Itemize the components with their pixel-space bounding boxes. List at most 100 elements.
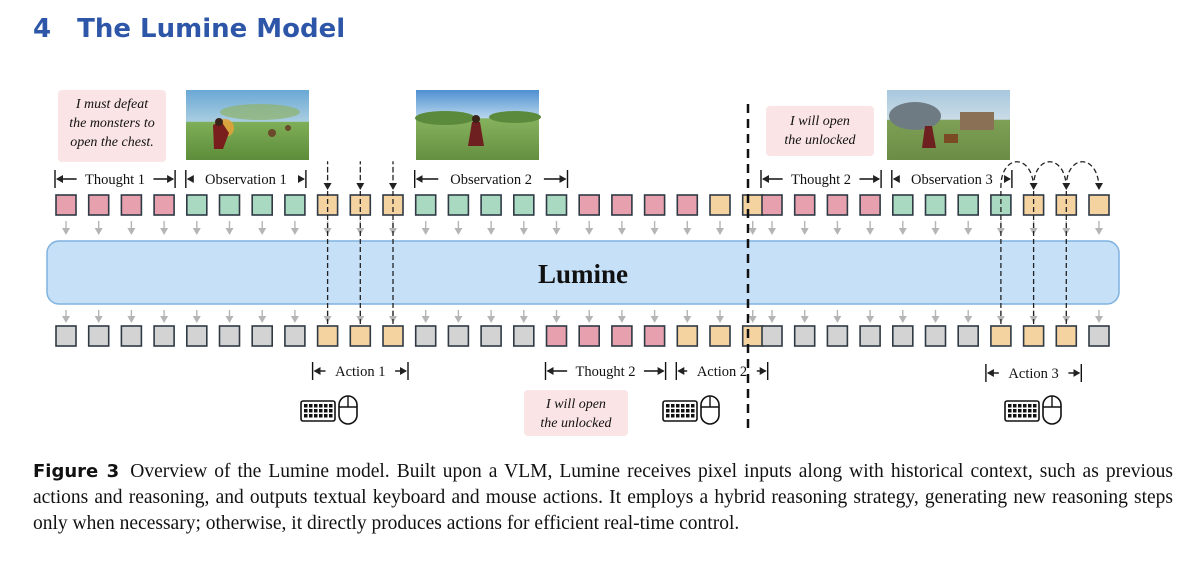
input-token-3: [120, 194, 143, 216]
section-title: The Lumine Model: [77, 14, 346, 44]
svg-text:Thought 1: Thought 1: [85, 172, 145, 188]
output-token-29: [957, 325, 980, 347]
output-token-row: [55, 325, 1110, 347]
thought-bubble-1-line-1: I must defeat: [75, 97, 149, 112]
output-token-10: [349, 325, 372, 347]
output-token-7: [251, 325, 273, 347]
input-token-20: [676, 194, 699, 216]
input-token-18: [611, 194, 633, 216]
bracket-observation-2: Observation 2: [414, 170, 569, 188]
game-screenshot-1: [186, 90, 309, 160]
mouse-icon: [1042, 395, 1062, 425]
keyboard-mouse-icons: [300, 395, 1062, 425]
output-token-12: [414, 325, 437, 347]
input-token-5: [186, 194, 208, 216]
caption-label: Figure 3: [33, 461, 120, 482]
output-bracket-labels: Action 1 Thought 2 Action 2 Action 3: [311, 362, 1083, 382]
output-token-31: [1022, 325, 1045, 347]
keyboard-mouse-icon-3: [1004, 395, 1062, 425]
section-number: 4: [33, 14, 52, 44]
bracket-observation-1: Observation 1: [185, 170, 307, 188]
output-token-15: [512, 325, 535, 347]
mouse-icon: [700, 395, 720, 425]
bracket-action-1: Action 1: [311, 362, 409, 380]
input-token-row: [55, 194, 1110, 216]
input-token-6: [218, 194, 241, 216]
input-token-7: [251, 194, 273, 216]
svg-text:Action 2: Action 2: [697, 364, 747, 380]
svg-text:Thought 2: Thought 2: [791, 172, 851, 188]
lumine-figure: I must defeat the monsters to open the c…: [46, 90, 1120, 436]
svg-text:Observation 1: Observation 1: [205, 172, 287, 188]
input-token-14: [480, 194, 502, 216]
lumine-model-label: Lumine: [538, 259, 628, 289]
output-token-14: [480, 325, 502, 347]
output-token-4: [153, 325, 175, 347]
input-token-13: [447, 194, 470, 216]
svg-text:Action 3: Action 3: [1008, 366, 1058, 382]
input-token-21: [709, 194, 731, 216]
bracket-observation-3: Observation 3: [891, 170, 1013, 188]
svg-text:Thought 2: Thought 2: [576, 364, 636, 380]
figure-caption: Figure 3 Overview of the Lumine model. B…: [33, 459, 1173, 537]
output-token-3: [120, 325, 143, 347]
thought-bubble-3: [766, 106, 874, 156]
thought-bubble-3-line-1: I will open: [789, 114, 850, 129]
output-token-26: [859, 325, 881, 347]
mouse-icon: [338, 395, 358, 425]
thought-bubble-1-line-3: open the chest.: [70, 135, 154, 150]
action-feedback-connectors: [323, 161, 1103, 324]
input-token-28: [924, 194, 947, 216]
bracket-thought-2-input: Thought 2: [760, 170, 882, 188]
output-token-24: [793, 325, 816, 347]
keyboard-icon: [300, 400, 336, 422]
game-screenshot-2: [415, 90, 541, 160]
keyboard-icon: [662, 400, 698, 422]
input-token-15: [512, 194, 535, 216]
output-token-20: [676, 325, 699, 347]
output-token-18: [611, 325, 633, 347]
thought-bubble-1: [58, 90, 166, 162]
caption-text: Overview of the Lumine model. Built upon…: [33, 461, 1173, 534]
input-token-1: [55, 194, 77, 216]
output-token-22: [741, 325, 764, 347]
bracket-thought-1: Thought 1: [54, 170, 176, 188]
lumine-model-bar: [46, 240, 1120, 305]
input-token-4: [153, 194, 175, 216]
input-token-24: [793, 194, 816, 216]
input-token-19: [643, 194, 666, 216]
input-token-26: [859, 194, 881, 216]
output-token-1: [55, 325, 77, 347]
thought-bubble-2-line-1: I will open: [545, 397, 606, 412]
input-token-25: [826, 194, 849, 216]
output-token-27: [891, 325, 914, 347]
output-token-11: [382, 325, 404, 347]
input-token-17: [578, 194, 601, 216]
output-token-2: [87, 325, 110, 347]
output-token-9: [316, 325, 339, 347]
bracket-action-2: Action 2: [675, 362, 769, 380]
output-token-21: [709, 325, 731, 347]
output-token-28: [924, 325, 947, 347]
model-to-output-arrows: [62, 310, 1103, 323]
bracket-action-3: Action 3: [985, 364, 1083, 382]
thought-bubble-2: [524, 390, 628, 436]
input-token-22: [741, 194, 764, 216]
input-token-33: [1088, 194, 1110, 216]
input-token-12: [414, 194, 437, 216]
thought-bubble-1-line-2: the monsters to: [69, 116, 155, 131]
output-token-5: [186, 325, 208, 347]
keyboard-mouse-icon-2: [662, 395, 720, 425]
keyboard-mouse-icon-1: [300, 395, 358, 425]
svg-text:Observation 3: Observation 3: [911, 172, 993, 188]
output-token-23: [761, 325, 783, 347]
output-token-33: [1088, 325, 1110, 347]
thought-bubble-2-line-2: the unlocked: [540, 416, 612, 431]
input-to-model-arrows: [62, 221, 1103, 235]
output-token-30: [990, 325, 1012, 347]
svg-text:Action 1: Action 1: [335, 364, 385, 380]
input-token-8: [284, 194, 306, 216]
output-token-8: [284, 325, 306, 347]
output-token-16: [545, 325, 568, 347]
bracket-thought-2-output: Thought 2: [544, 362, 667, 380]
